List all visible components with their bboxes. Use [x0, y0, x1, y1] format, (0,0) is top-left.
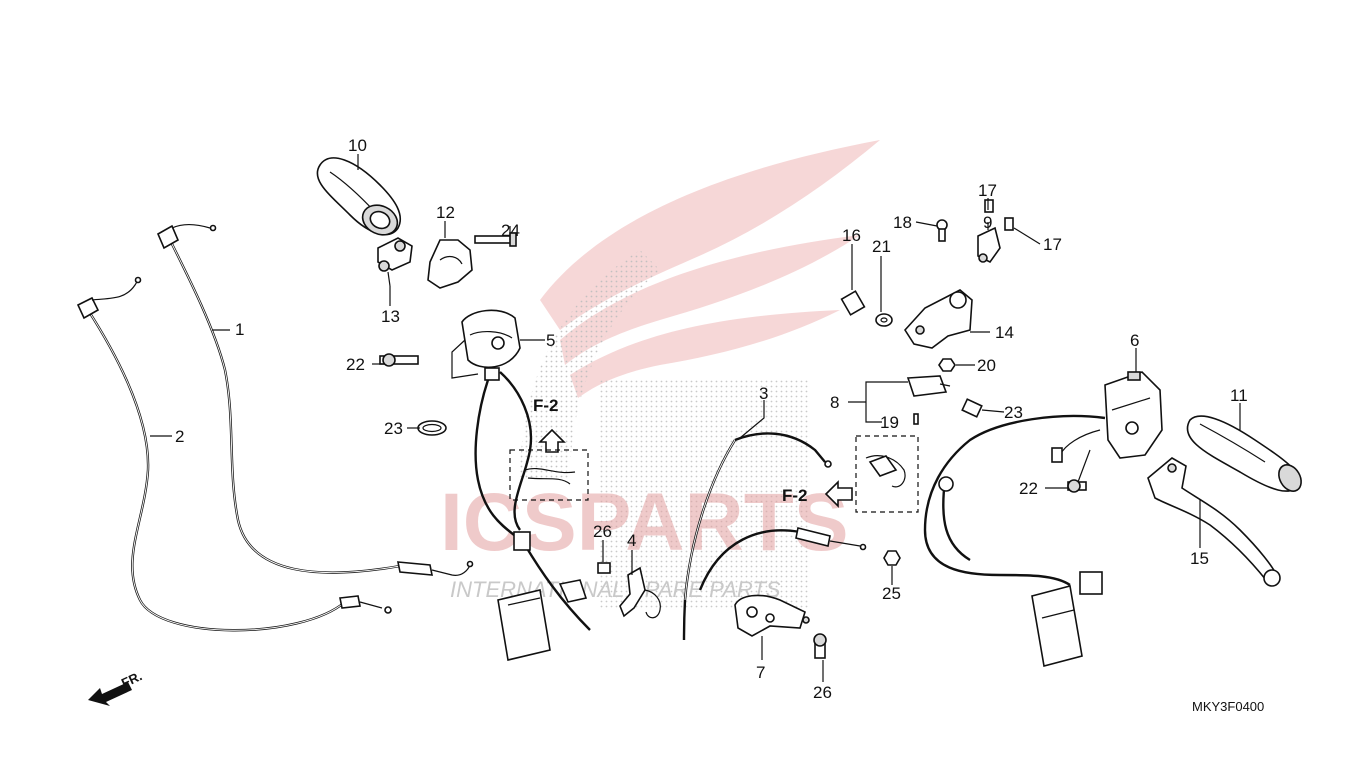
- throttle-housing-12-13: [377, 232, 517, 289]
- cable-3: [682, 432, 867, 641]
- callout-7: 7: [756, 663, 765, 682]
- wing-logo-watermark: [520, 140, 880, 610]
- front-direction-arrow: [88, 682, 132, 706]
- nut-20: [938, 358, 956, 372]
- callout-23-right: 23: [1004, 403, 1023, 422]
- callout-15: 15: [1190, 549, 1209, 568]
- screws-17: [984, 199, 1014, 231]
- callout-12: 12: [436, 203, 455, 222]
- callout-1: 1: [235, 320, 244, 339]
- nut-25: [883, 550, 901, 566]
- front-direction-label: FR.: [119, 668, 144, 690]
- view-ref-box-left: [509, 428, 589, 501]
- clip-23-right: [961, 398, 983, 418]
- callout-13: 13: [381, 307, 400, 326]
- callout-17-right: 17: [1043, 235, 1062, 254]
- pin-18: [936, 219, 948, 242]
- cable-2: [76, 276, 392, 632]
- throttle-grip-10: [316, 157, 402, 236]
- bolt-26-right: [813, 633, 827, 659]
- callout-22-left: 22: [346, 355, 365, 374]
- callout-22-right: 22: [1019, 479, 1038, 498]
- callout-17-top: 17: [978, 181, 997, 200]
- callout-20: 20: [977, 356, 996, 375]
- cable-1: [156, 223, 474, 576]
- switch-housing-5: [379, 309, 591, 661]
- grip-11: [1186, 415, 1302, 492]
- callout-3: 3: [759, 384, 768, 403]
- callout-14: 14: [995, 323, 1014, 342]
- switch-housing-6: [923, 371, 1163, 667]
- bolt-26-left: [597, 562, 611, 574]
- callout-18: 18: [893, 213, 912, 232]
- clamp-23-left: [417, 420, 447, 436]
- watermark-brand: ICSPARTS: [440, 477, 849, 568]
- callout-8: 8: [830, 393, 839, 412]
- callout-16: 16: [842, 226, 861, 245]
- callout-6: 6: [1130, 331, 1139, 350]
- washer-21: [875, 313, 893, 327]
- callout-26-right: 26: [813, 683, 832, 702]
- callout-26-left: 26: [593, 522, 612, 541]
- view-ref-label-right: F-2: [782, 486, 808, 505]
- callout-labels: 10 12 24 13 1 2 5 22 23 3 26 4 7 26 25 1…: [175, 136, 1248, 702]
- bolt-16: [840, 290, 866, 316]
- callout-4: 4: [627, 531, 636, 550]
- lever-bracket-14: [903, 289, 973, 349]
- callout-21: 21: [872, 237, 891, 256]
- bracket-4: [619, 566, 661, 619]
- stop-switch-8: [906, 375, 951, 425]
- view-ref-label-left: F-2: [533, 396, 559, 415]
- callout-24: 24: [501, 221, 520, 240]
- callout-10: 10: [348, 136, 367, 155]
- view-ref-box-right: [824, 435, 919, 513]
- callout-9: 9: [983, 213, 992, 232]
- bracket-7: [734, 594, 810, 637]
- diagram-code: MKY3F0400: [1192, 699, 1264, 714]
- callout-19: 19: [880, 413, 899, 432]
- leader-lines: [150, 154, 1241, 682]
- callout-11: 11: [1230, 386, 1248, 405]
- watermark-tagline: INTERNATIONAL SPARE PARTS: [450, 577, 781, 602]
- callout-5: 5: [546, 331, 555, 350]
- holder-9: [977, 226, 1001, 264]
- clutch-lever-15: [1147, 457, 1281, 587]
- callout-23-left: 23: [384, 419, 403, 438]
- callout-25: 25: [882, 584, 901, 603]
- callout-2: 2: [175, 427, 184, 446]
